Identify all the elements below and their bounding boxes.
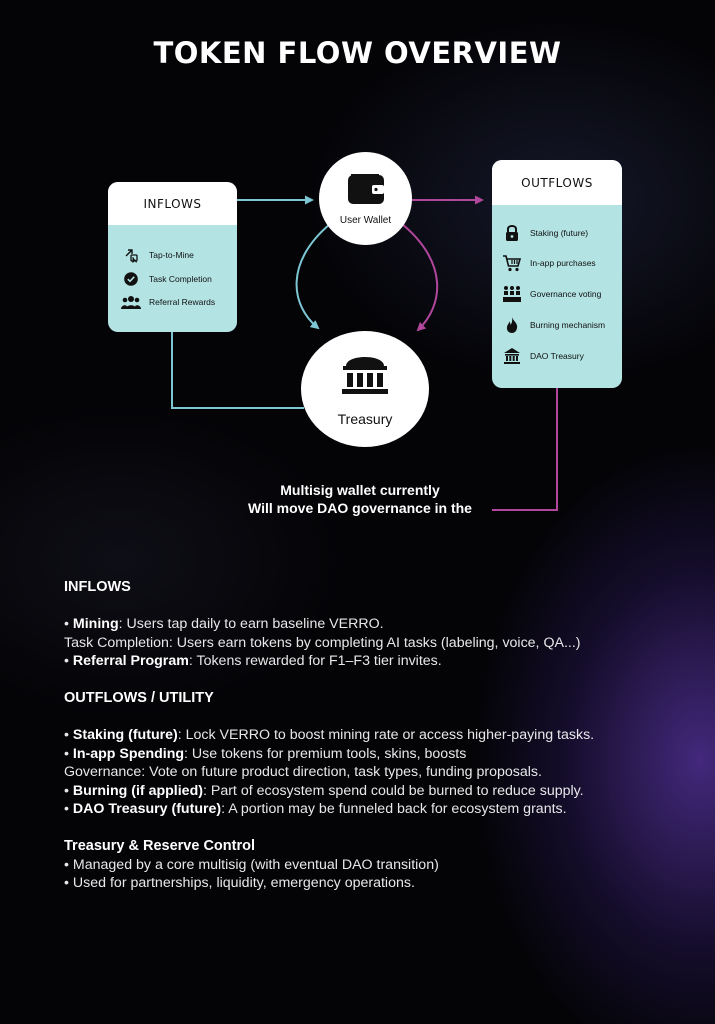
treasury-node: Treasury (301, 331, 429, 447)
inflows-to-treasury-line (171, 332, 304, 409)
mining-label: Mining (72, 616, 119, 632)
multisig-note-line2: Will move DAO governance in the (248, 500, 472, 516)
burning-label: Burning (if applied) (72, 782, 203, 799)
outflow-item-label: In-app purchases (530, 258, 596, 268)
outflow-item-label: Governance voting (530, 289, 602, 299)
outflow-item-label: DAO Treasury (530, 351, 584, 361)
treasury-label: Treasury (337, 410, 393, 427)
outflows-panel: OUTFLOWS Staking (future) In-app purchas… (492, 160, 622, 388)
outflow-item: In-app purchases (502, 254, 596, 272)
outflows-to-note-line (492, 388, 558, 511)
staking-label: Staking (future) (72, 727, 178, 743)
wallet-icon (345, 172, 387, 211)
multisig-note-line1: Multisig wallet currently (280, 482, 440, 498)
dao-text: : A portion may be funneled back for eco… (221, 801, 567, 817)
mining-line: • Mining: Users tap daily to earn baseli… (64, 616, 384, 632)
staking-line: • Staking (future): Lock VERRO to boost … (64, 727, 595, 743)
referral-text: : Tokens rewarded for F1–F3 tier invites… (188, 653, 442, 669)
burning-text: : Part of ecosystem spend could be burne… (202, 782, 584, 799)
dao-label: DAO Treasury (future) (72, 801, 222, 817)
users-icon (121, 293, 141, 311)
voting-icon (502, 285, 522, 303)
bank-icon (502, 347, 522, 365)
inflow-item-label: Tap-to-Mine (149, 250, 194, 260)
staking-text: : Lock VERRO to boost mining rate or acc… (177, 727, 595, 743)
details-text: INFLOWS • Mining: Users tap daily to ear… (64, 578, 694, 893)
inflow-item: Task Completion (121, 270, 212, 288)
treasury-item: • Managed by a core multisig (with event… (64, 856, 439, 873)
page-title: TOKEN FLOW OVERVIEW (153, 36, 562, 70)
inflow-item-label: Task Completion (149, 274, 212, 284)
tap-icon (121, 246, 141, 264)
cart-icon (502, 254, 522, 272)
outflow-item: Staking (future) (502, 224, 588, 242)
inflows-panel: INFLOWS Tap-to-Mine Task Completion Refe… (108, 182, 237, 332)
bank-icon (338, 352, 392, 403)
spending-text: : Use tokens for premium tools, skins, b… (184, 745, 467, 762)
inflow-item: Tap-to-Mine (121, 246, 194, 264)
user-wallet-node: User Wallet (319, 152, 412, 245)
check-circle-icon (121, 270, 141, 288)
task-completion-line: Task Completion: Users earn tokens by co… (64, 634, 581, 651)
wallet-to-treasury-arrow (295, 223, 331, 330)
treasury-item: • Used for partnerships, liquidity, emer… (64, 875, 415, 891)
governance-line: Governance: Vote on future product direc… (64, 764, 542, 780)
burning-line: • Burning (if applied): Part of ecosyste… (64, 782, 584, 799)
outflow-item-label: Burning mechanism (530, 320, 606, 330)
wallet-to-treasury-right-arrow (401, 223, 439, 332)
referral-line: • Referral Program: Tokens rewarded for … (64, 653, 442, 669)
inflows-panel-title: INFLOWS (108, 182, 237, 225)
spending-line: • In-app Spending: Use tokens for premiu… (64, 745, 467, 762)
outflow-item: Governance voting (502, 285, 601, 303)
outflows-panel-title: OUTFLOWS (492, 160, 622, 205)
spending-label: In-app Spending (72, 745, 185, 762)
dao-line: • DAO Treasury (future): A portion may b… (64, 801, 567, 817)
outflow-item: DAO Treasury (502, 347, 584, 365)
treasury-heading: Treasury & Reserve Control (64, 838, 255, 854)
inflow-item-label: Referral Rewards (149, 297, 216, 307)
outflow-item: Burning mechanism (502, 316, 605, 334)
treasury-item-text: Used for partnerships, liquidity, emerge… (72, 875, 415, 891)
outflows-heading: OUTFLOWS / UTILITY (64, 690, 214, 706)
lock-icon (502, 224, 522, 242)
referral-label: Referral Program (72, 653, 189, 669)
inflow-item: Referral Rewards (121, 293, 215, 311)
outflow-item-label: Staking (future) (530, 228, 589, 238)
user-wallet-label: User Wallet (339, 214, 392, 226)
treasury-item-text: Managed by a core multisig (with eventua… (72, 856, 439, 873)
inflows-heading: INFLOWS (64, 579, 131, 595)
mining-text: : Users tap daily to earn baseline VERRO… (118, 616, 384, 632)
flame-icon (502, 316, 522, 334)
